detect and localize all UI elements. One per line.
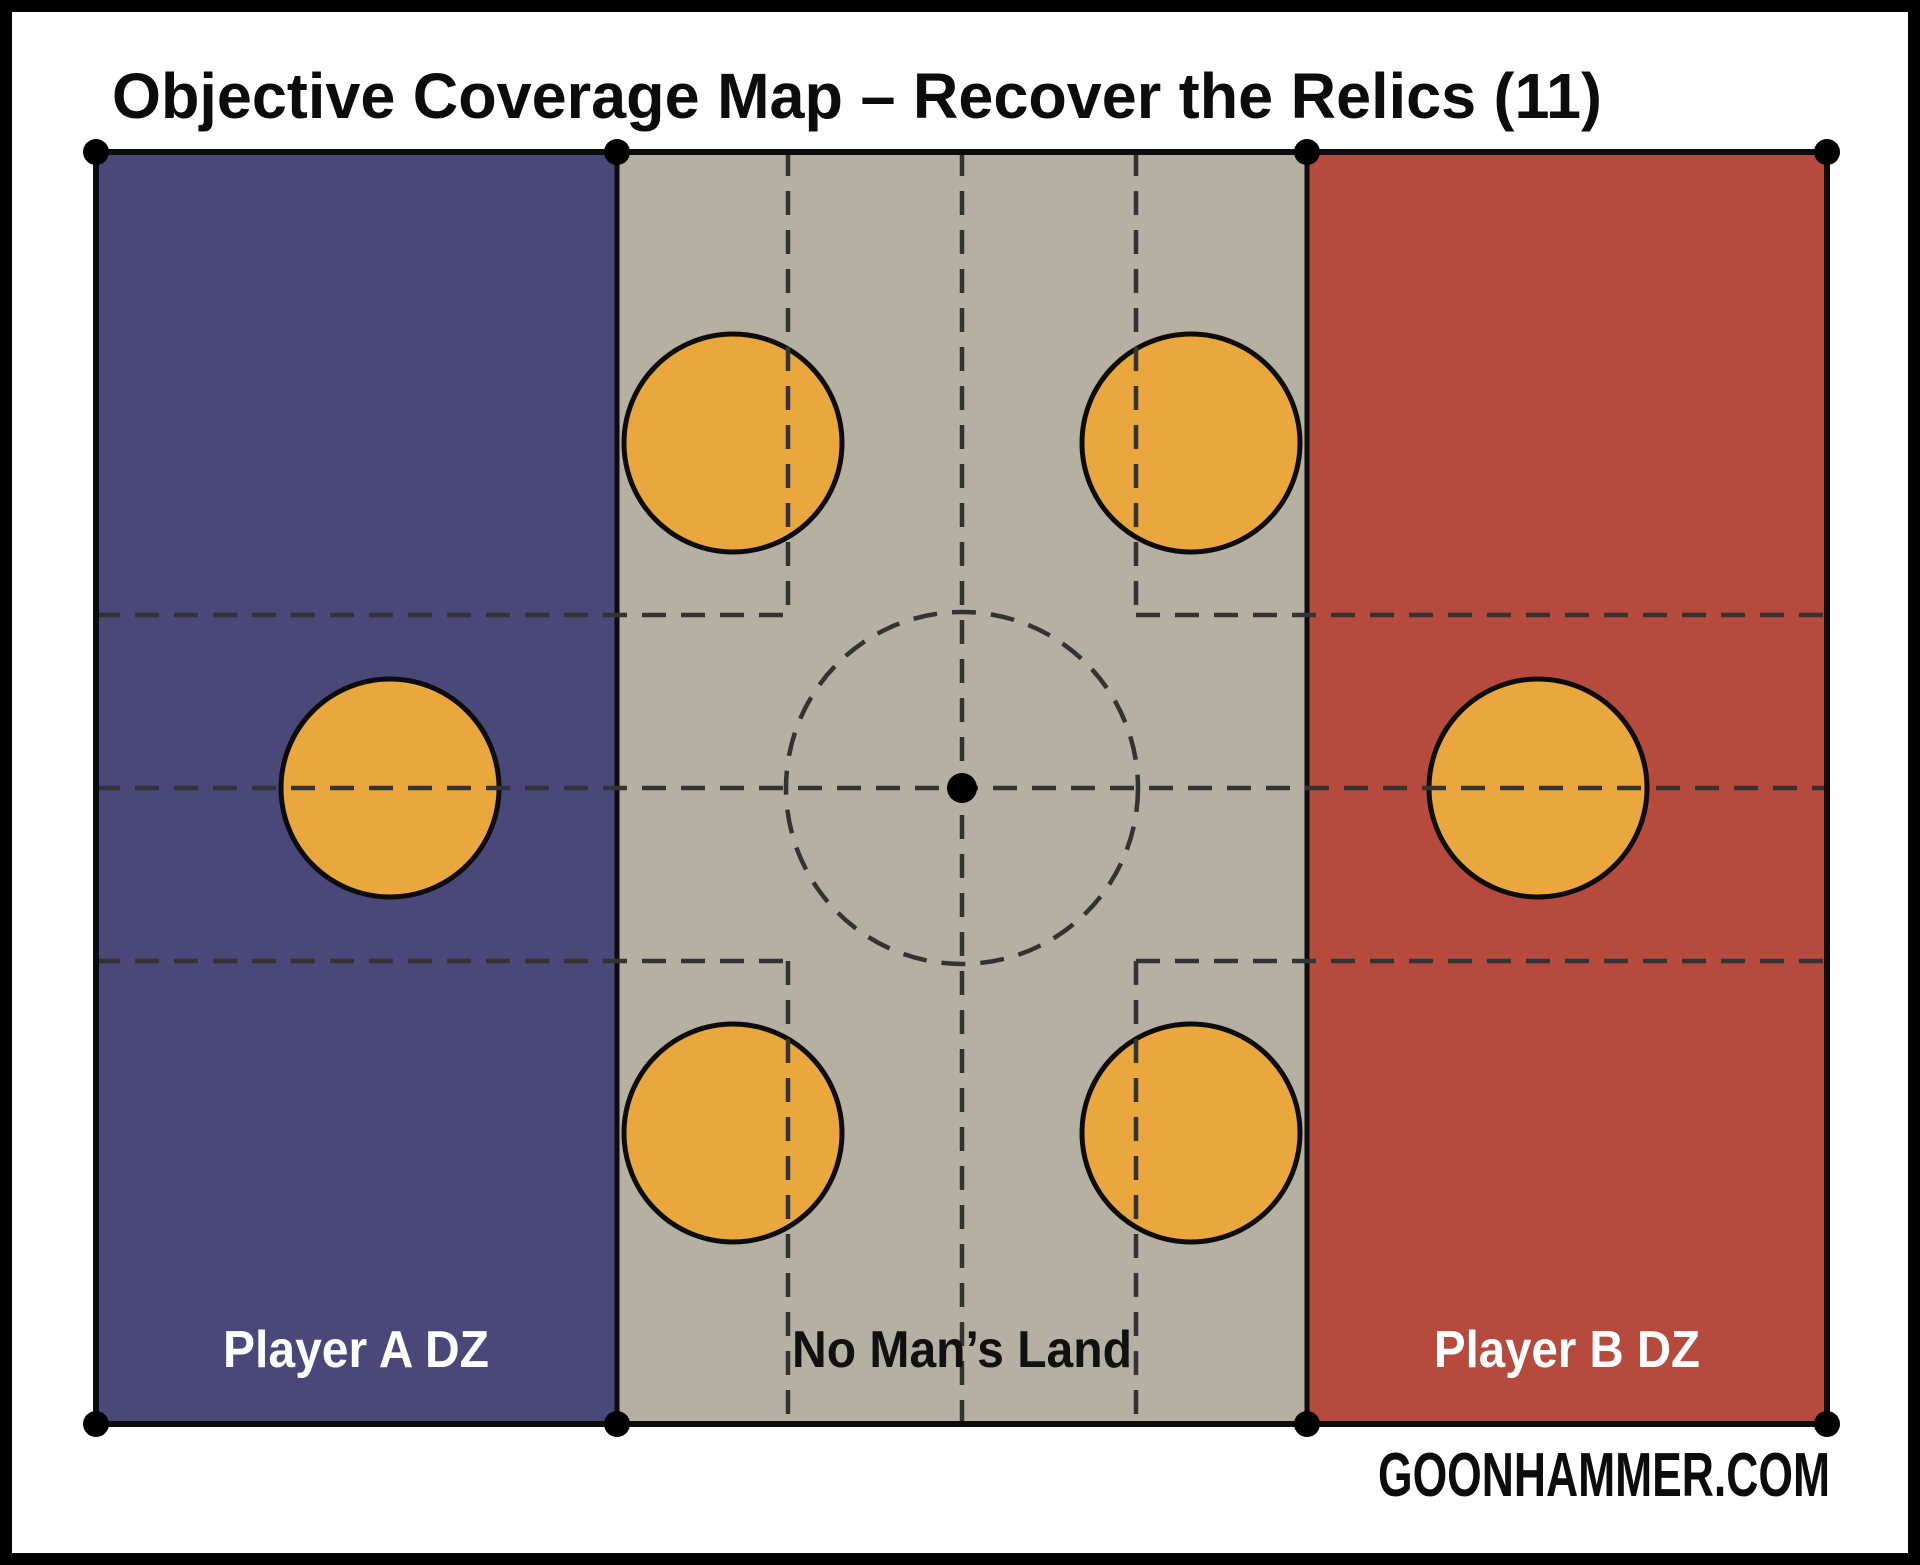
- corner-marker-dot: [604, 1411, 630, 1437]
- corner-marker-dot: [83, 1411, 109, 1437]
- objective-marker: [621, 331, 845, 555]
- objective-marker: [1079, 331, 1303, 555]
- corner-marker-dot: [1294, 1411, 1320, 1437]
- zone-label-player-a-dz: Player A DZ: [223, 1321, 489, 1379]
- corner-marker-dot: [1814, 1411, 1840, 1437]
- corner-marker-dot: [1814, 139, 1840, 165]
- goonhammer-watermark: GOONHAMMER.COM: [1378, 1441, 1830, 1510]
- objective-marker: [1079, 1021, 1303, 1245]
- objective-marker: [621, 1021, 845, 1245]
- corner-marker-dot: [604, 139, 630, 165]
- center-point-dot: [947, 773, 977, 803]
- zone-label-player-b-dz: Player B DZ: [1434, 1321, 1700, 1379]
- zone-label-no-mans-land: No Man’s Land: [792, 1321, 1132, 1379]
- board-border: [93, 149, 1830, 1427]
- page-title: Objective Coverage Map – Recover the Rel…: [112, 60, 1602, 132]
- corner-marker-dot: [83, 139, 109, 165]
- corner-marker-dot: [1294, 139, 1320, 165]
- center-range-circle: [783, 609, 1141, 967]
